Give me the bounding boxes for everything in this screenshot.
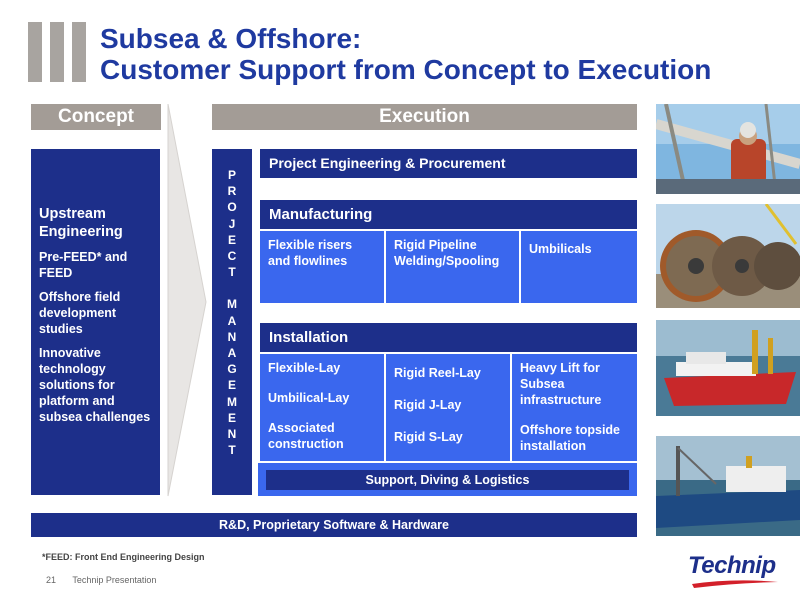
page-title-line-1: Subsea & Offshore: [100,23,362,54]
pm-letter: N [227,427,237,442]
footer: 21 Technip Presentation [46,575,156,585]
decorative-bar-3 [72,22,86,82]
concept-heading: Upstream Engineering [39,206,123,240]
installation-cell-heavy-lift: Heavy Lift for Subsea infrastructure Off… [512,354,637,461]
cell-text: Umbilicals [529,242,592,256]
decorative-bar-1 [28,22,42,82]
offshore-workers-photo [656,104,800,194]
footnote: *FEED: Front End Engineering Design [42,552,205,562]
concept-panel: Upstream Engineering Pre-FEED* and FEED … [31,149,160,495]
decorative-bar-2 [50,22,64,82]
pm-letter: T [228,265,236,280]
installation-bar: Installation [260,323,637,352]
construction-vessel-photo [656,436,800,536]
cell-text: Rigid J-Lay [394,398,462,412]
pm-letter: E [227,232,236,247]
concept-item: Pre-FEED* and FEED [39,250,128,280]
cell-text: Flexible-Lay [268,361,341,375]
pm-letter: P [227,168,236,182]
pm-letter: E [227,378,236,393]
cell-text: Heavy Lift for Subsea infrastructure [520,361,602,407]
cable-reels-photo [656,204,800,308]
manufacturing-cell-rigid: Rigid Pipeline Welding/Spooling [386,231,519,303]
project-engineering-bar: Project Engineering & Procurement [260,149,637,178]
cell-text: Flexible risers and flowlines [268,238,353,268]
cell-text: Rigid Pipeline Welding/Spooling [394,238,500,268]
technip-logo: Technip [688,552,780,588]
cell-text: Associated construction [268,421,344,451]
manufacturing-bar: Manufacturing [260,200,637,229]
pm-letter: A [227,346,237,361]
page-title-line-2: Customer Support from Concept to Executi… [100,54,712,85]
pm-letter: O [227,200,237,215]
pm-letter: G [227,362,237,377]
support-bar: Support, Diving & Logistics [266,470,629,490]
cell-text: Rigid Reel-Lay [394,366,481,380]
concept-item: Innovative technology solutions for plat… [39,346,151,424]
logo-swoosh-icon [692,580,778,588]
pm-letter: C [227,249,237,264]
cell-text: Rigid S-Lay [394,430,463,444]
pm-letter: R [227,184,237,199]
concept-header: Concept [31,104,161,130]
support-panel: Support, Diving & Logistics [258,463,637,496]
manufacturing-cell-umbilicals: Umbilicals [521,231,637,303]
cell-text: Umbilical-Lay [268,391,350,405]
concept-item: Offshore field development studies [39,290,121,336]
pm-letter: J [228,216,236,231]
rd-bar: R&D, Proprietary Software & Hardware [31,513,637,537]
installation-cell-flexible: Flexible-Lay Umbilical-Lay Associated co… [260,354,384,461]
manufacturing-cell-flexible: Flexible risers and flowlines [260,231,384,303]
page-number: 21 [46,575,57,585]
footer-label: Technip Presentation [72,575,157,585]
installation-cell-rigid: Rigid Reel-Lay Rigid J-Lay Rigid S-Lay [386,354,510,461]
execution-header: Execution [212,104,637,130]
logo-text: Technip [688,552,776,579]
pm-letter: A [227,313,237,328]
pm-letter: M [227,394,237,409]
chevron-arrow [167,104,207,497]
cell-text: Offshore topside installation [520,423,621,453]
pm-letter: E [227,410,236,425]
pm-letter: N [227,329,237,344]
pm-letter: T [228,443,236,458]
vessel-photo [656,320,800,416]
pm-letter: M [227,297,237,312]
